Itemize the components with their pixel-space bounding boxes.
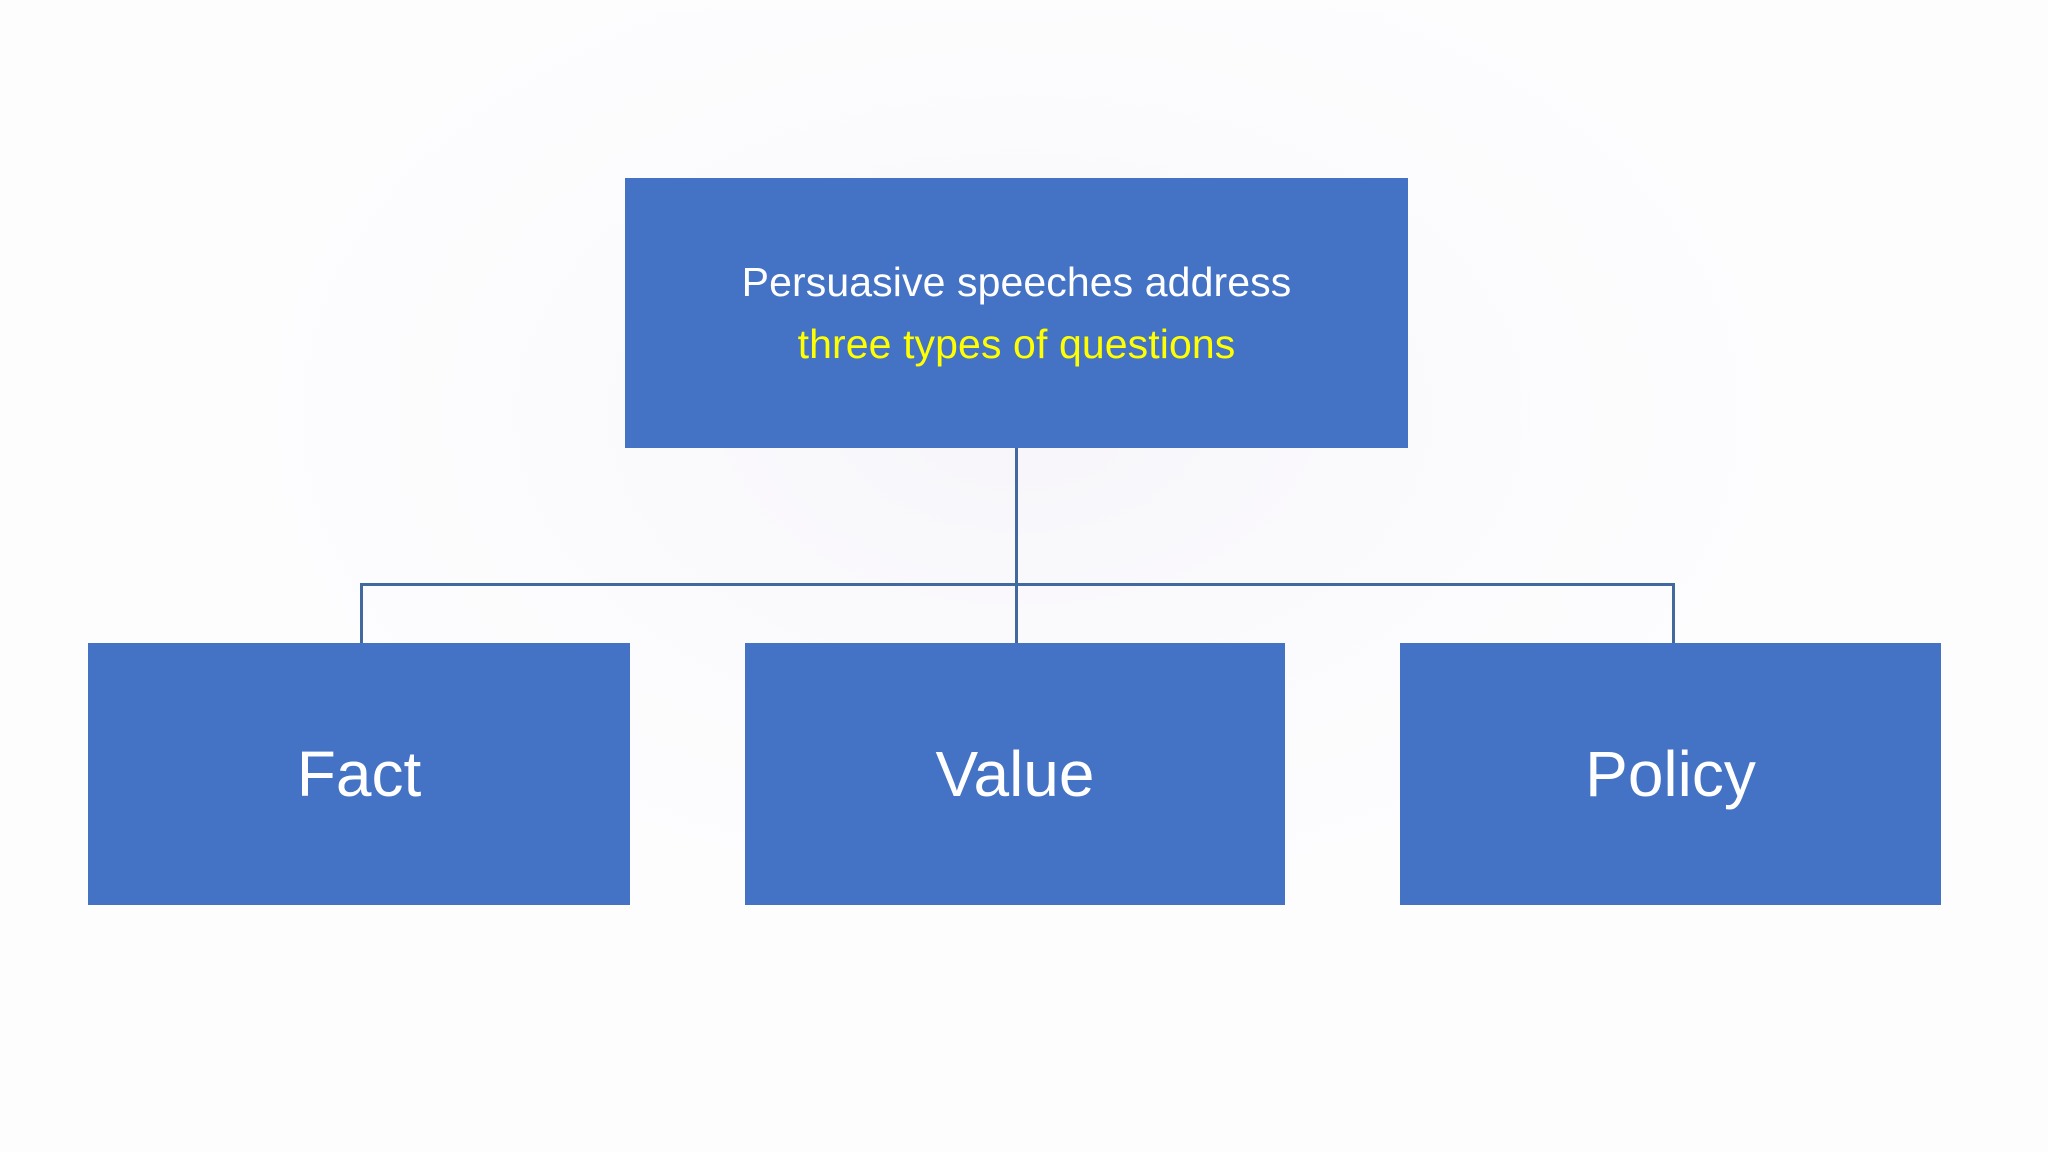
child-node-fact[interactable]: Fact (88, 643, 630, 905)
connector-drop-policy (1672, 583, 1675, 643)
connector-root-stem (1015, 448, 1018, 643)
root-node-line-1: Persuasive speeches address (741, 259, 1292, 305)
root-node-line-2: three types of questions (797, 321, 1236, 367)
child-node-policy[interactable]: Policy (1400, 643, 1941, 905)
child-node-value-label: Value (935, 738, 1095, 810)
child-node-value[interactable]: Value (745, 643, 1285, 905)
child-node-policy-label: Policy (1585, 738, 1756, 810)
child-node-fact-label: Fact (296, 738, 422, 810)
connector-horizontal-bus (360, 583, 1675, 586)
connector-drop-fact (360, 583, 363, 643)
root-node[interactable]: Persuasive speeches address three types … (625, 178, 1408, 448)
